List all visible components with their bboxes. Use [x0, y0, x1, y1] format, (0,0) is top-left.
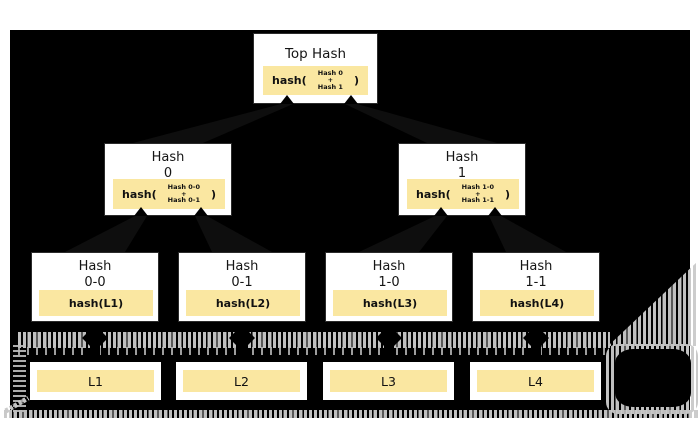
- pencil-band-fringe: [18, 347, 610, 355]
- arrowhead-into-hash1-left-icon: [434, 207, 448, 216]
- data-block-l4: L4: [470, 362, 601, 400]
- plus-operator: +: [475, 189, 481, 198]
- node-hash-1-1: Hash 1-1 hash(L4): [472, 252, 600, 322]
- title-line2: 0: [163, 165, 173, 181]
- arrow-tail-l2: [237, 340, 247, 362]
- pencil-band-left: [13, 344, 26, 412]
- pencil-band-top: [18, 332, 610, 348]
- node-hash-0: Hash 0 hash( Hash 0-0 + Hash 0-1 ): [104, 143, 232, 216]
- data-blocks-blob: [615, 349, 691, 407]
- title-line2: 1-1: [525, 274, 547, 290]
- title-line1: Hash: [445, 150, 479, 165]
- title-line1: Hash: [372, 259, 406, 274]
- hash-expression: hash( Hash 1-0 + Hash 1-1 ): [407, 179, 519, 209]
- arrow-tail-l1: [90, 340, 100, 362]
- arrow-tail-l4: [531, 340, 541, 362]
- operand-top: Hash 0: [317, 69, 343, 78]
- hash-fn-open: hash(: [416, 187, 451, 201]
- data-block-l1: L1: [30, 362, 161, 400]
- arrowhead-into-tophash-right-icon: [344, 95, 358, 104]
- data-block-label: L4: [477, 370, 594, 392]
- hash-expression: hash( Hash 0-0 + Hash 0-1 ): [113, 179, 225, 209]
- node-title: Hash 0-0: [32, 253, 158, 291]
- hash-operands: Hash 1-0 + Hash 1-1: [461, 182, 494, 205]
- data-block-l2: L2: [176, 362, 307, 400]
- node-hash-0-1: Hash 0-1 hash(L2): [178, 252, 306, 322]
- hash-expression: hash(L2): [186, 290, 300, 316]
- data-block-label: L1: [37, 370, 154, 392]
- hash-fn-close: ): [210, 187, 216, 201]
- title-line1: Hash: [519, 259, 553, 274]
- hash-fn-close: ): [504, 187, 510, 201]
- node-title: Hash 1: [399, 144, 525, 182]
- node-hash-1: Hash 1 hash( Hash 1-0 + Hash 1-1 ): [398, 143, 526, 216]
- arrowhead-into-hash1-right-icon: [488, 207, 502, 216]
- pencil-band-bottom: [4, 410, 698, 418]
- hash-fn-open: hash(: [122, 187, 157, 201]
- operand-top: Hash 0-0: [167, 182, 200, 191]
- operand-bottom: Hash 0-1: [167, 196, 200, 205]
- hash-operands: Hash 0-0 + Hash 0-1: [167, 182, 200, 205]
- node-top-hash: Top Hash hash( Hash 0 + Hash 1 ): [253, 33, 378, 104]
- operand-bottom: Hash 1-1: [461, 196, 494, 205]
- node-title: Hash 1-1: [473, 253, 599, 291]
- data-block-l3: L3: [323, 362, 454, 400]
- arrowhead-into-hash0-right-icon: [194, 207, 208, 216]
- title-line2: 1-0: [378, 274, 400, 290]
- title-line1: Hash: [151, 150, 185, 165]
- node-hash-0-0: Hash 0-0 hash(L1): [31, 252, 159, 322]
- hash-expression: hash(L1): [39, 290, 153, 316]
- node-title: Hash 1-0: [326, 253, 452, 291]
- hash-fn-open: hash(: [272, 74, 307, 87]
- node-title: Top Hash: [284, 46, 347, 62]
- pencil-blob-outline: [606, 344, 698, 414]
- operand-top: Hash 1-0: [461, 182, 494, 191]
- title-line2: 1: [457, 165, 467, 181]
- title-line2: 0-0: [84, 274, 106, 290]
- node-title: Hash 0: [105, 144, 231, 182]
- hash-expression: hash( Hash 0 + Hash 1 ): [263, 66, 368, 95]
- hash-expression: hash(L4): [480, 290, 594, 316]
- hash-expression: hash(L3): [333, 290, 447, 316]
- data-block-label: L3: [330, 370, 447, 392]
- node-title: Hash 0-1: [179, 253, 305, 291]
- operand-bottom: Hash 1: [317, 82, 343, 91]
- arrow-tail-l3: [384, 340, 394, 362]
- node-hash-1-0: Hash 1-0 hash(L3): [325, 252, 453, 322]
- hash-operands: Hash 0 + Hash 1: [318, 70, 343, 90]
- hash-fn-close: ): [353, 74, 359, 87]
- title-line2: 0-1: [231, 274, 253, 290]
- title-line1: Hash: [78, 259, 112, 274]
- plus-operator: +: [181, 189, 187, 198]
- arrowhead-into-tophash-left-icon: [280, 95, 294, 104]
- data-block-label: L2: [183, 370, 300, 392]
- title-line1: Hash: [225, 259, 259, 274]
- arrowhead-into-hash0-left-icon: [134, 207, 148, 216]
- plus-operator: +: [327, 76, 334, 85]
